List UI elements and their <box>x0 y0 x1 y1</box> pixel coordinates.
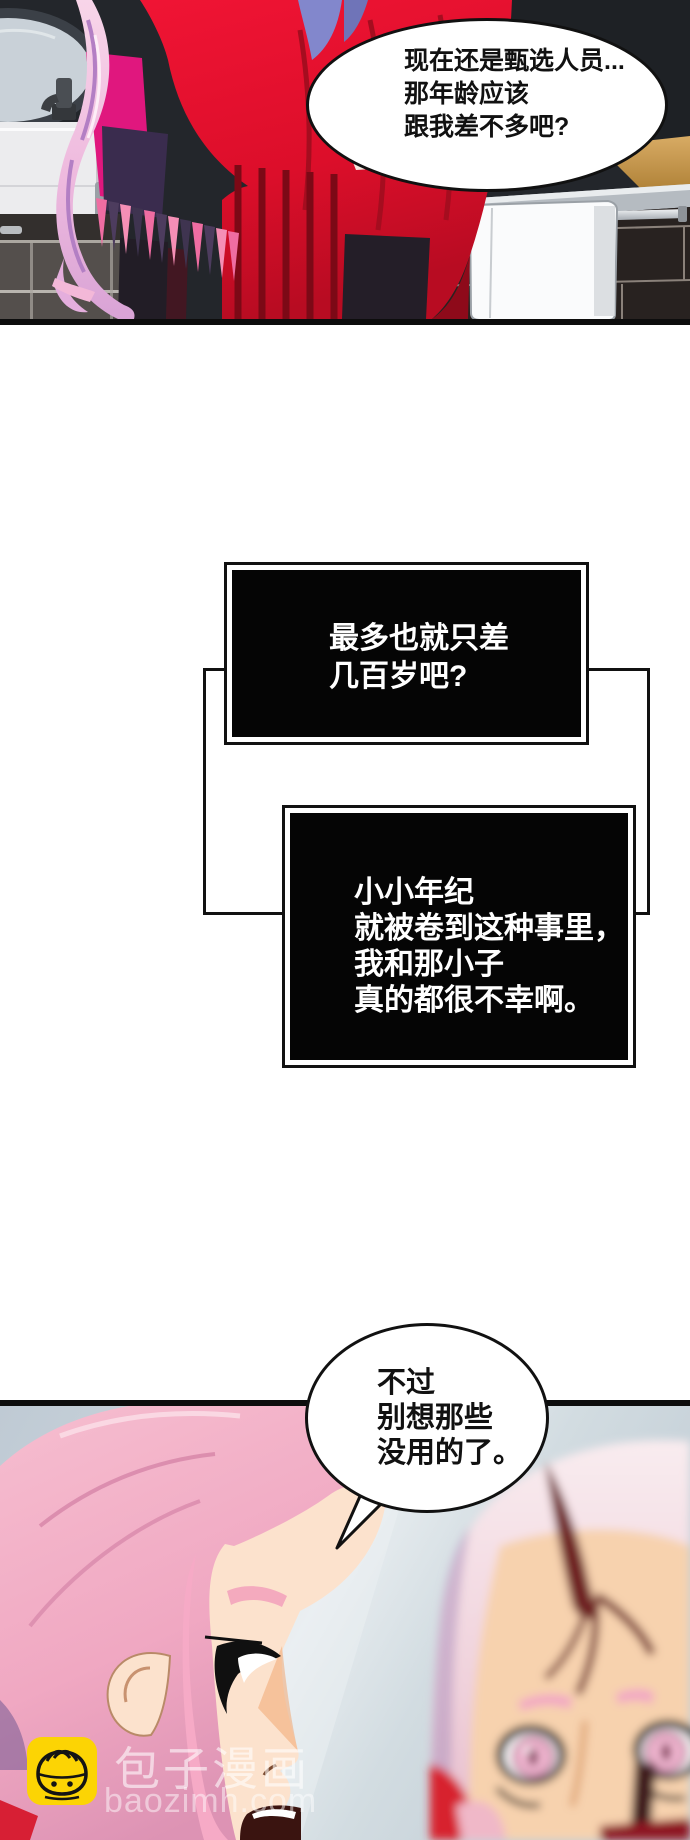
baozi-bun-icon <box>27 1737 97 1805</box>
right-eyebrow <box>616 1689 654 1704</box>
red-collar <box>0 1800 38 1840</box>
speech-bubble-bottom <box>305 1323 549 1513</box>
teeth <box>252 1809 296 1819</box>
nose-shadow <box>569 1720 588 1807</box>
pink-hair <box>0 1406 388 1840</box>
left-leg <box>118 238 168 319</box>
blue-feather-strands <box>298 0 368 60</box>
faucet-icon <box>41 78 76 120</box>
watermark-brand: 包子漫画 <box>114 1743 310 1795</box>
character-profile-left <box>0 1406 388 1840</box>
fringe-tassels <box>96 198 239 281</box>
red-clothing-bottom <box>600 1818 690 1840</box>
bubble-bottom-line-3: 没用的了。 <box>377 1437 523 1469</box>
left-eye <box>496 1725 566 1785</box>
panel-bottom-art <box>0 1406 690 1840</box>
front-hair-strand <box>182 1554 228 1840</box>
caption-box-1: 最多也就只差 几百岁吧? <box>227 565 586 742</box>
left-eyebrow <box>518 1694 572 1711</box>
bubble-top-line-2: 那年龄应该 <box>404 80 530 108</box>
cheek-shadow <box>258 1646 298 1751</box>
narrowed-eye <box>204 1635 281 1714</box>
caption-2-line-4: 真的都很不幸啊。 <box>354 984 594 1017</box>
eyebrow <box>227 1586 287 1607</box>
towel <box>468 199 619 319</box>
dark-shorts <box>102 126 168 218</box>
forehead-hair-strands <box>545 1461 600 1619</box>
speech-bubble-top <box>306 18 668 192</box>
speech-bubble-top-text: 现在还是甄选人员... 那年龄应该 跟我差不多吧? <box>404 45 625 144</box>
vanity-cabinet <box>0 122 104 240</box>
caption-2-line-1: 小小年纪 <box>354 876 474 909</box>
watermark-domain: baozimh.com <box>104 1782 318 1820</box>
hair-shadow-purple <box>0 1700 28 1770</box>
caption-2-line-3: 我和那小子 <box>354 948 504 981</box>
leg-shadow <box>166 248 188 319</box>
nostril-line <box>262 1763 277 1776</box>
caption-2-line-2: 就被卷到这种事里， <box>354 912 624 945</box>
right-leg <box>342 234 430 319</box>
bubble-top-line-3: 跟我差不多吧? <box>404 113 570 141</box>
bubble-top-line-1: 现在还是甄选人员... <box>404 47 625 75</box>
speech-bubble-bottom-text: 不过 别想那些 没用的了。 <box>377 1366 522 1471</box>
ear <box>106 1652 172 1737</box>
bubble-bottom-line-1: 不过 <box>377 1367 436 1399</box>
caption-box-2-text: 小小年纪 就被卷到这种事里， 我和那小子 真的都很不幸啊。 <box>354 875 624 1019</box>
caption-box-2: 小小年纪 就被卷到这种事里， 我和那小子 真的都很不幸啊。 <box>285 808 633 1065</box>
bubble-bottom-line-2: 别想那些 <box>377 1402 494 1434</box>
caption-box-1-text: 最多也就只差 几百岁吧? <box>329 620 509 696</box>
character-blurred-right <box>430 1440 690 1840</box>
pink-hair-strand <box>52 0 135 319</box>
caption-1-line-1: 最多也就只差 <box>329 622 509 655</box>
watermark: 包子漫画 baozimh.com <box>0 1730 400 1830</box>
caption-1-line-2: 几百岁吧? <box>329 660 468 693</box>
